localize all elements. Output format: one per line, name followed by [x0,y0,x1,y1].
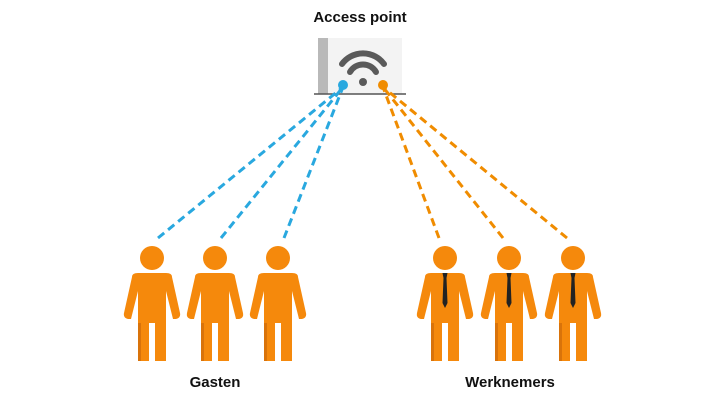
person-body [123,273,181,361]
employee-person-3 [544,246,602,361]
person-head [140,246,164,270]
tie-icon [570,273,576,308]
wifi-icon [339,50,387,86]
person-body [186,273,244,361]
tie-icon [442,273,448,308]
person-body [480,273,538,361]
access-point-side-panel [318,38,328,94]
guest-person-2 [186,246,244,361]
employee-connection-line-2 [381,86,505,239]
person-head [203,246,227,270]
guest-connection-line-1 [157,85,344,240]
guest-connection-line-2 [219,86,345,239]
guests-group-label: Gasten [189,374,241,391]
employee-person-1 [416,246,474,361]
person-head [561,246,585,270]
person-leg-shade [431,323,434,361]
employees-group-label: Werknemers [465,374,555,391]
guest-person-1 [123,246,181,361]
person-body [544,273,602,361]
access-point-label: Access point [313,9,407,26]
guest-connection-line-3 [282,86,345,239]
connection-lines [157,85,568,240]
person-leg-shade [495,323,498,361]
employee-connection-line-1 [381,86,441,239]
guest-person-3 [249,246,307,361]
access-point-device [314,38,406,95]
employee-person-2 [480,246,538,361]
person-body [416,273,474,361]
person-body [249,273,307,361]
person-head [433,246,457,270]
person-leg-shade [201,323,204,361]
person-leg-shade [559,323,562,361]
employee-connection-line-3 [382,85,568,240]
person-leg-shade [264,323,267,361]
people [123,246,602,361]
person-head [497,246,521,270]
tie-icon [506,273,512,308]
person-head [266,246,290,270]
person-leg-shade [138,323,141,361]
